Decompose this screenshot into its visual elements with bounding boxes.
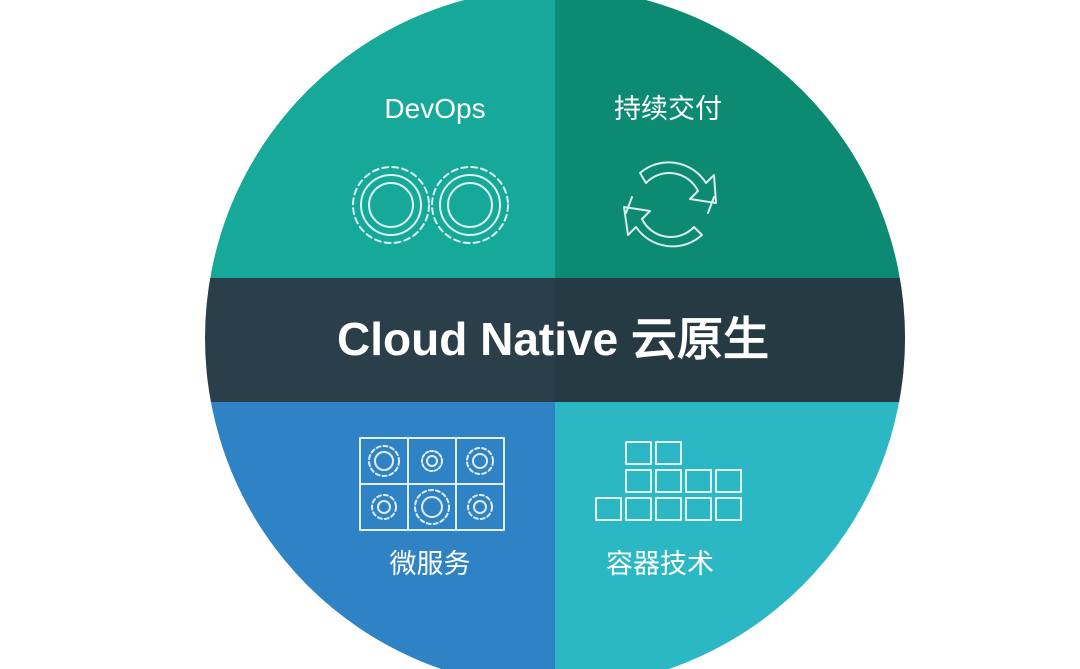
quadrant-label-devops: DevOps: [384, 93, 485, 124]
gears-icon: [352, 166, 509, 244]
quadrant-label-continuous-delivery: 持续交付: [614, 94, 722, 124]
gear-grid-icon: [359, 437, 505, 531]
center-label: Cloud Native 云原生: [337, 313, 769, 365]
stacked-boxes-icon: [595, 441, 742, 521]
quadrant-microservices: [205, 400, 555, 669]
quadrant-label-microservices: 微服务: [390, 549, 471, 579]
center-band-shade: [555, 278, 905, 402]
quadrant-label-containers: 容器技术: [606, 549, 714, 579]
quadrant-continuous-delivery: [555, 0, 905, 280]
cycle-arrows-icon: [623, 161, 717, 248]
quadrant-containers: [555, 400, 905, 669]
quadrant-devops: [205, 0, 555, 280]
